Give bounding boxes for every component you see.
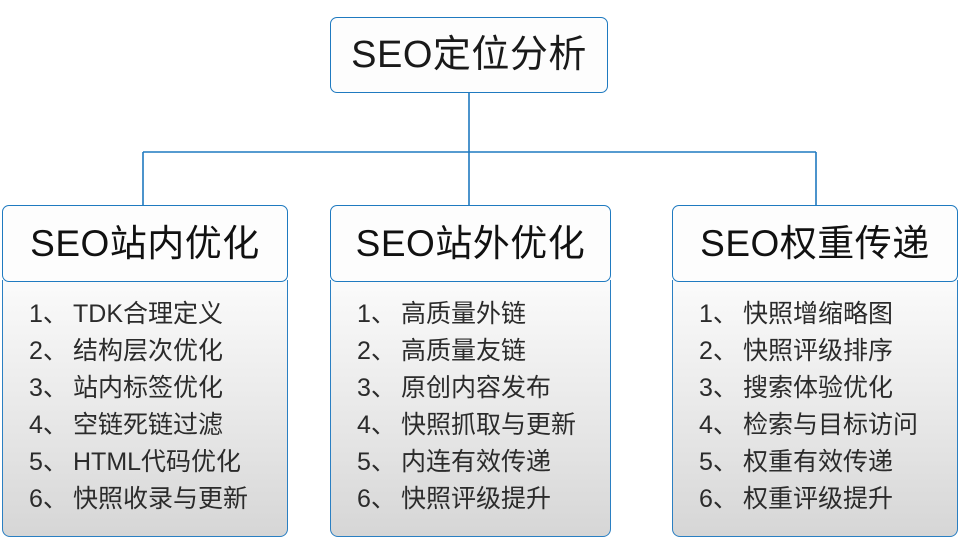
list-item-number: 2、 bbox=[357, 337, 396, 365]
list-item-number: 6、 bbox=[29, 485, 68, 513]
branch-title-seo-weight: SEO权重传递 bbox=[700, 223, 930, 264]
list-item: 1、 TDK合理定义 bbox=[3, 296, 287, 333]
list-item: 3、 搜索体验优化 bbox=[673, 370, 957, 407]
list-item-label: 站内标签优化 bbox=[73, 374, 224, 402]
list-item-label: 快照评级排序 bbox=[743, 337, 894, 365]
list-item: 4、 快照抓取与更新 bbox=[331, 407, 610, 444]
list-item: 5、 内连有效传递 bbox=[331, 444, 610, 481]
list-item-label: 结构层次优化 bbox=[73, 337, 224, 365]
list-item-label: 快照评级提升 bbox=[401, 485, 552, 513]
list-item-number: 4、 bbox=[29, 411, 68, 439]
list-item: 4、 空链死链过滤 bbox=[3, 407, 287, 444]
branch-list-seo-weight: 1、 快照增缩略图 2、 快照评级排序 3、 搜索体验优化 4、 检索与目标访问… bbox=[672, 280, 958, 537]
list-item: 3、 站内标签优化 bbox=[3, 370, 287, 407]
list-item: 6、 快照评级提升 bbox=[331, 481, 610, 518]
branch-title-seo-offsite: SEO站外优化 bbox=[355, 223, 586, 264]
branch-column-seo-weight: SEO权重传递 1、 快照增缩略图 2、 快照评级排序 3、 搜索体验优化 4、… bbox=[672, 205, 958, 537]
list-item-number: 3、 bbox=[699, 374, 738, 402]
list-item-label: HTML代码优化 bbox=[73, 448, 242, 476]
list-item-label: 高质量外链 bbox=[401, 300, 527, 328]
root-node-label: SEO定位分析 bbox=[351, 34, 587, 76]
list-item-label: 权重有效传递 bbox=[743, 448, 894, 476]
list-item: 2、 快照评级排序 bbox=[673, 333, 957, 370]
list-item-number: 4、 bbox=[699, 411, 738, 439]
list-item-number: 2、 bbox=[29, 337, 68, 365]
list-item: 1、 高质量外链 bbox=[331, 296, 610, 333]
list-item-number: 2、 bbox=[699, 337, 738, 365]
list-item-label: TDK合理定义 bbox=[73, 300, 224, 328]
list-item-number: 5、 bbox=[357, 448, 396, 476]
list-item-label: 快照抓取与更新 bbox=[401, 411, 577, 439]
list-item-number: 1、 bbox=[699, 300, 738, 328]
root-node[interactable]: SEO定位分析 bbox=[330, 17, 608, 93]
list-item: 5、 权重有效传递 bbox=[673, 444, 957, 481]
list-item-label: 空链死链过滤 bbox=[73, 411, 224, 439]
branch-list-seo-offsite: 1、 高质量外链 2、 高质量友链 3、 原创内容发布 4、 快照抓取与更新 5… bbox=[330, 280, 611, 537]
list-item: 3、 原创内容发布 bbox=[331, 370, 610, 407]
branch-header-seo-weight[interactable]: SEO权重传递 bbox=[672, 205, 958, 282]
list-item-label: 搜索体验优化 bbox=[743, 374, 894, 402]
list-item-number: 5、 bbox=[29, 448, 68, 476]
list-item: 6、 快照收录与更新 bbox=[3, 481, 287, 518]
list-item-number: 5、 bbox=[699, 448, 738, 476]
list-item: 2、 高质量友链 bbox=[331, 333, 610, 370]
list-item-number: 1、 bbox=[29, 300, 68, 328]
list-item-label: 内连有效传递 bbox=[401, 448, 552, 476]
branch-header-seo-onsite[interactable]: SEO站内优化 bbox=[2, 205, 288, 282]
branch-header-seo-offsite[interactable]: SEO站外优化 bbox=[330, 205, 611, 282]
list-item: 4、 检索与目标访问 bbox=[673, 407, 957, 444]
list-item-number: 6、 bbox=[357, 485, 396, 513]
list-item-label: 快照增缩略图 bbox=[743, 300, 894, 328]
list-item-label: 原创内容发布 bbox=[401, 374, 552, 402]
list-item-label: 快照收录与更新 bbox=[73, 485, 249, 513]
list-item-number: 3、 bbox=[357, 374, 396, 402]
branch-title-seo-onsite: SEO站内优化 bbox=[30, 223, 260, 264]
branch-column-seo-offsite: SEO站外优化 1、 高质量外链 2、 高质量友链 3、 原创内容发布 4、 快… bbox=[330, 205, 611, 537]
list-item-number: 6、 bbox=[699, 485, 738, 513]
list-item: 1、 快照增缩略图 bbox=[673, 296, 957, 333]
list-item-number: 3、 bbox=[29, 374, 68, 402]
list-item: 6、 权重评级提升 bbox=[673, 481, 957, 518]
list-item-number: 1、 bbox=[357, 300, 396, 328]
list-item-label: 权重评级提升 bbox=[743, 485, 894, 513]
list-item: 5、 HTML代码优化 bbox=[3, 444, 287, 481]
list-item-label: 检索与目标访问 bbox=[743, 411, 919, 439]
list-item: 2、 结构层次优化 bbox=[3, 333, 287, 370]
list-item-label: 高质量友链 bbox=[401, 337, 527, 365]
branch-column-seo-onsite: SEO站内优化 1、 TDK合理定义 2、 结构层次优化 3、 站内标签优化 4… bbox=[2, 205, 288, 537]
list-item-number: 4、 bbox=[357, 411, 396, 439]
branch-list-seo-onsite: 1、 TDK合理定义 2、 结构层次优化 3、 站内标签优化 4、 空链死链过滤… bbox=[2, 280, 288, 537]
